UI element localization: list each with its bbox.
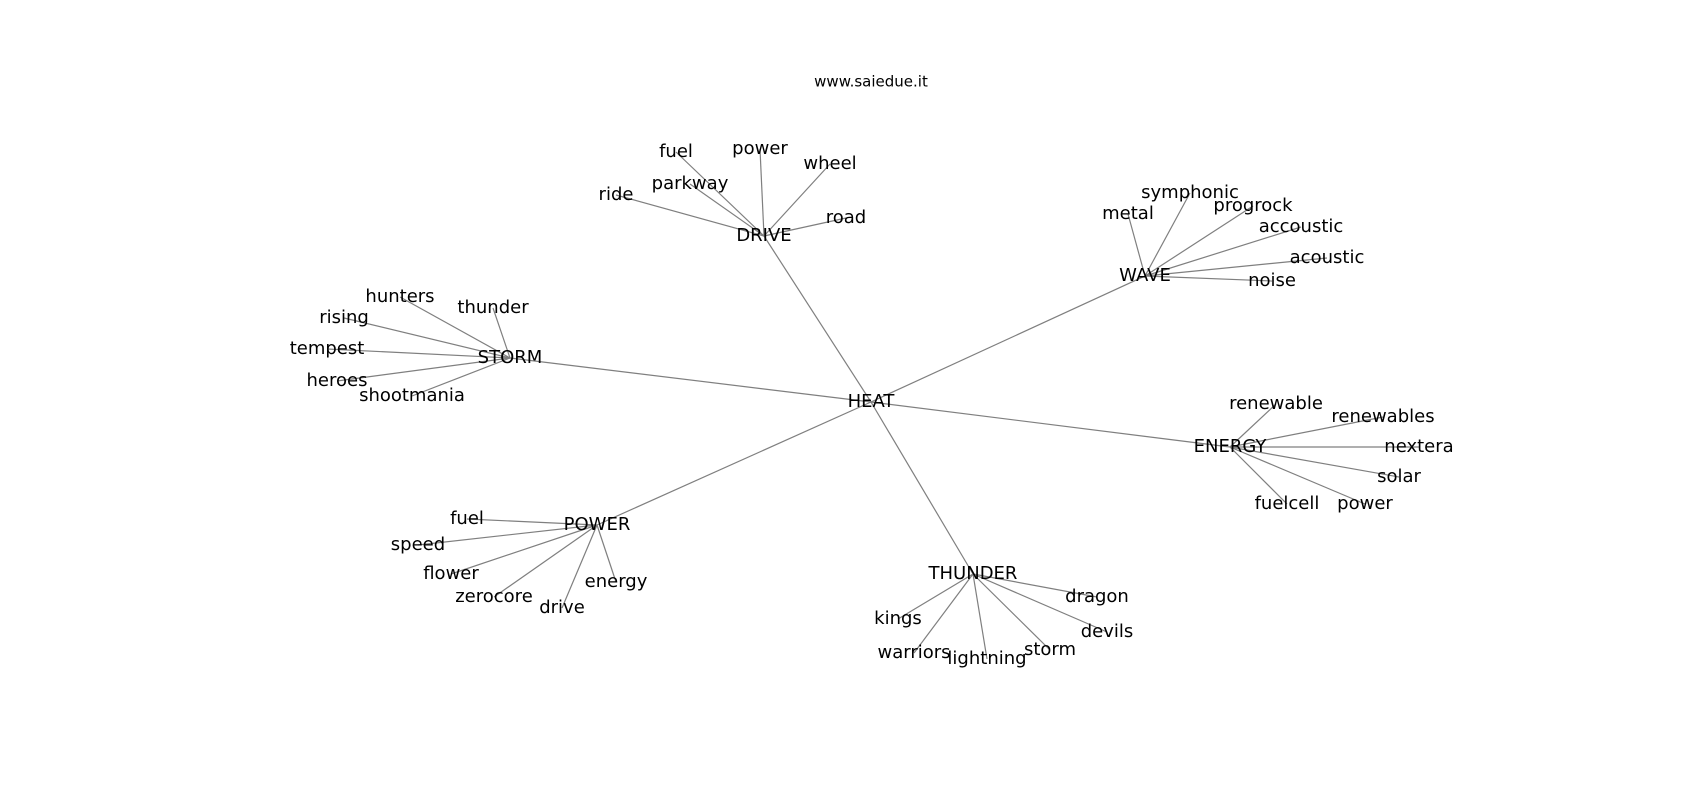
node-drive-power: power: [732, 138, 788, 159]
edge-power-speed: [417, 524, 598, 546]
edge-thunder-storm: [972, 573, 1051, 651]
node-power-energy: energy: [585, 571, 648, 592]
edge-wave-noise: [1144, 275, 1273, 282]
edge-heat-energy: [870, 401, 1231, 448]
node-wave-metal: metal: [1102, 203, 1154, 224]
edge-storm-tempest: [326, 348, 511, 359]
node-energy-renewables: renewables: [1331, 406, 1434, 427]
node-energy-fuelcell: fuelcell: [1255, 493, 1320, 514]
node-thunder-lightning: lightning: [947, 648, 1026, 669]
node-thunder-storm: storm: [1024, 639, 1076, 660]
edge-heat-drive: [763, 235, 872, 403]
edge-storm-heroes: [336, 357, 511, 382]
node-storm-heroes: heroes: [307, 370, 368, 391]
edge-drive-power: [759, 148, 765, 237]
node-storm-thunder: thunder: [457, 297, 529, 318]
node-drive-road: road: [826, 207, 866, 228]
edge-thunder-dragon: [972, 573, 1098, 598]
edge-storm-rising: [343, 317, 511, 359]
edge-wave-progrock: [1144, 205, 1254, 277]
edge-energy-fuelcell: [1229, 446, 1288, 505]
node-power-zerocore: zerocore: [455, 586, 533, 607]
node-storm-hunters: hunters: [365, 286, 434, 307]
edge-drive-wheel: [763, 163, 831, 237]
edge-thunder-lightning: [972, 573, 988, 660]
node-energy-power: power: [1337, 493, 1393, 514]
edge-storm-shootmania: [411, 357, 511, 397]
edge-heat-storm: [509, 357, 872, 403]
node-wave-acoustic: acoustic: [1290, 247, 1365, 268]
node-storm-shootmania: shootmania: [359, 385, 465, 406]
edge-storm-thunder: [492, 307, 511, 359]
edge-power-drive: [561, 524, 598, 609]
edge-heat-power: [596, 401, 872, 526]
edge-energy-solar: [1229, 446, 1400, 478]
node-hub-storm: STORM: [478, 347, 543, 368]
edge-drive-ride: [615, 194, 765, 237]
credit-text: www.saiedue.it: [814, 73, 928, 91]
node-energy-renewable: renewable: [1229, 393, 1323, 414]
edge-wave-metal: [1127, 213, 1146, 277]
edge-power-energy: [596, 524, 617, 583]
node-hub-wave: WAVE: [1119, 265, 1171, 286]
edge-storm-hunters: [399, 296, 511, 359]
node-thunder-kings: kings: [874, 608, 922, 629]
node-storm-tempest: tempest: [290, 338, 365, 359]
edge-drive-road: [763, 217, 847, 237]
edge-power-fuel: [466, 518, 598, 526]
node-thunder-dragon: dragon: [1065, 586, 1129, 607]
node-thunder-devils: devils: [1081, 621, 1134, 642]
node-hub-thunder: THUNDER: [928, 563, 1018, 584]
node-drive-fuel: fuel: [659, 141, 693, 162]
node-wave-progrock: progrock: [1213, 195, 1293, 216]
edge-wave-symphonic: [1144, 192, 1191, 277]
node-energy-solar: solar: [1377, 466, 1421, 487]
edge-drive-parkway: [689, 183, 765, 237]
edge-drive-fuel: [675, 151, 765, 237]
node-wave-accoustic: accoustic: [1259, 216, 1344, 237]
edge-thunder-kings: [897, 573, 974, 620]
node-power-fuel: fuel: [450, 508, 484, 529]
edge-wave-accoustic: [1144, 226, 1302, 277]
edge-thunder-devils: [972, 573, 1108, 633]
node-drive-parkway: parkway: [652, 173, 729, 194]
node-power-drive: drive: [539, 597, 585, 618]
edge-power-zerocore: [493, 524, 598, 598]
node-wave-noise: noise: [1248, 270, 1296, 291]
edge-wave-acoustic: [1144, 257, 1328, 277]
node-drive-ride: ride: [599, 184, 634, 205]
node-hub-energy: ENERGY: [1194, 436, 1268, 457]
graph-edges: [326, 148, 1419, 660]
edge-heat-wave: [870, 275, 1146, 403]
node-power-speed: speed: [391, 534, 445, 555]
edge-thunder-warriors: [913, 573, 974, 654]
node-center: HEAT: [848, 391, 896, 412]
edge-energy-renewables: [1229, 416, 1384, 448]
node-energy-nextera: nextera: [1384, 436, 1453, 457]
edge-energy-power: [1229, 446, 1366, 505]
node-hub-drive: DRIVE: [736, 225, 791, 246]
edge-heat-thunder: [870, 401, 974, 575]
edge-power-flower: [450, 524, 598, 575]
node-hub-power: POWER: [564, 514, 631, 535]
edge-energy-renewable: [1229, 403, 1277, 448]
node-power-flower: flower: [423, 563, 479, 584]
node-drive-wheel: wheel: [803, 153, 856, 174]
node-storm-rising: rising: [319, 307, 369, 328]
node-thunder-warriors: warriors: [877, 642, 950, 663]
node-wave-symphonic: symphonic: [1141, 182, 1239, 203]
